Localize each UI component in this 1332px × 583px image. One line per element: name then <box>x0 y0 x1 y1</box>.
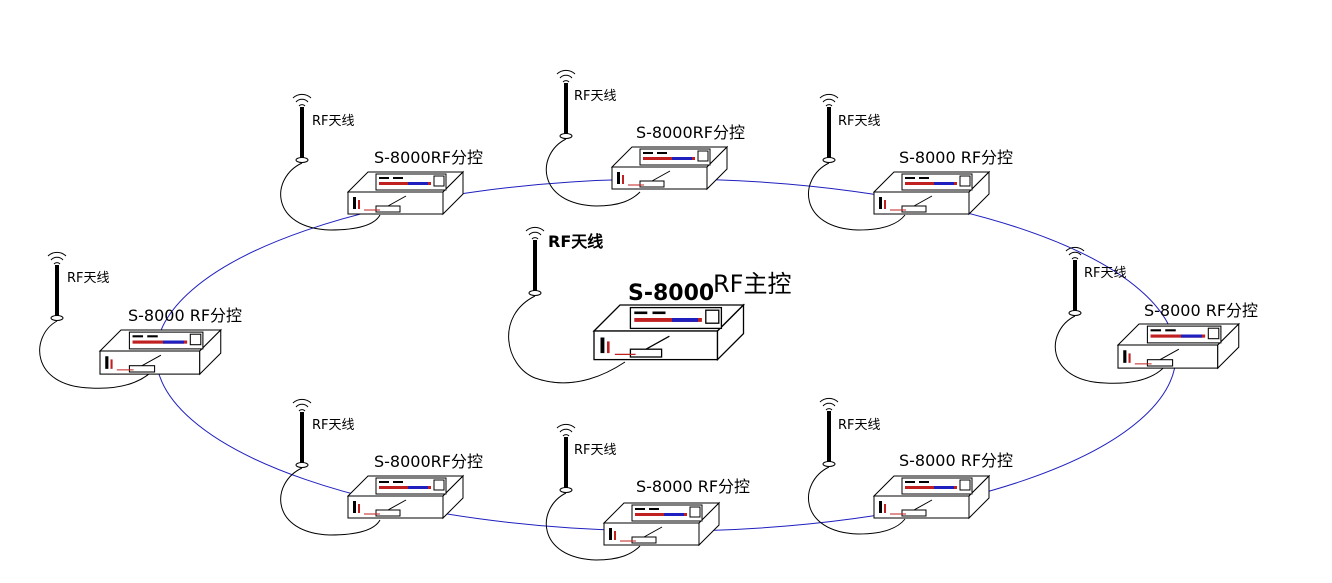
antenna-icon <box>292 93 312 163</box>
branch-node: RF天线 S-8000 RF分控 <box>545 423 750 561</box>
branch-device-icon <box>1117 323 1240 369</box>
branch-device-icon <box>347 475 464 519</box>
branch-device-icon <box>611 146 728 190</box>
device-label: S-8000RF分控 <box>374 452 483 471</box>
branch-node: RF天线 S-8000 RF分控 <box>1054 246 1258 384</box>
antenna-cable <box>1054 315 1169 384</box>
branch-node: RF天线 S-8000 RF分控 <box>808 397 1013 535</box>
branch-device-icon <box>873 171 990 215</box>
branch-device-icon <box>873 475 990 519</box>
antenna-icon <box>47 251 67 321</box>
branch-node: RF天线 S-8000RF分控 <box>280 93 483 231</box>
main-suffix-label: RF主控 <box>713 270 791 298</box>
antenna-cable <box>545 138 641 207</box>
branch-device-icon <box>603 502 720 546</box>
antenna-label: RF天线 <box>312 418 355 433</box>
antenna-label: RF天线 <box>574 443 617 458</box>
antenna-icon <box>819 93 839 163</box>
branch-node: RF天线 S-8000RF分控 <box>545 69 745 207</box>
antenna-cable <box>808 162 906 231</box>
main-model-label: S-8000 <box>628 281 714 306</box>
branch-device-icon <box>99 329 222 375</box>
branch-node: RF天线 S-8000 RF分控 <box>808 93 1013 231</box>
antenna-label: RF天线 <box>1084 266 1127 281</box>
antenna-cable <box>280 162 381 231</box>
main-node: RF天线 S-8000 RF主控 <box>508 226 791 384</box>
antenna-label: RF天线 <box>838 418 881 433</box>
antenna-icon <box>819 397 839 467</box>
antenna-label: RF天线 <box>574 89 617 104</box>
device-label: S-8000RF分控 <box>636 123 745 142</box>
device-label: S-8000 RF分控 <box>636 477 750 496</box>
main-antenna-label: RF天线 <box>548 232 603 251</box>
branch-device-icon <box>347 171 464 215</box>
device-label: S-8000 RF分控 <box>899 148 1013 167</box>
antenna-cable <box>545 492 641 561</box>
device-label: S-8000 RF分控 <box>1144 301 1258 320</box>
branch-node: RF天线 S-8000 RF分控 <box>39 251 242 389</box>
antenna-label: RF天线 <box>838 114 881 129</box>
main-controller-device-icon <box>593 304 745 361</box>
antenna-cable <box>808 466 906 535</box>
device-label: S-8000RF分控 <box>374 148 483 167</box>
antenna-icon <box>556 423 576 493</box>
device-label: S-8000 RF分控 <box>128 306 242 325</box>
antenna-label: RF天线 <box>67 271 110 286</box>
branch-node: RF天线 S-8000RF分控 <box>280 398 483 536</box>
antenna-cable <box>280 467 381 536</box>
main-antenna-cable <box>508 295 626 384</box>
antenna-icon <box>1065 246 1085 316</box>
antenna-cable <box>39 320 156 389</box>
antenna-label: RF天线 <box>312 114 355 129</box>
main-antenna-icon <box>525 226 545 296</box>
device-label: S-8000 RF分控 <box>899 451 1013 470</box>
antenna-icon <box>556 69 576 139</box>
antenna-icon <box>292 398 312 468</box>
